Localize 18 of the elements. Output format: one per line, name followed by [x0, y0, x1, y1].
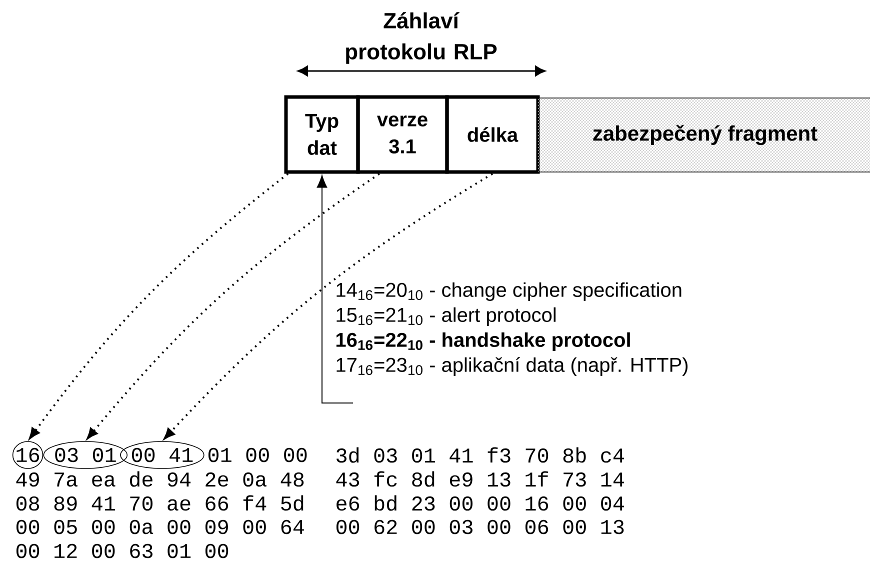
hex-bytes: 49 7a ea de 94 2e 0a 48: [16, 471, 304, 487]
hex-bytes: 00 12 00 63 01 00: [16, 544, 228, 558]
dotted-arrow: [29, 172, 289, 439]
hex-bytes: 3d 03 01 41 f3 70 8b c4: [336, 447, 624, 463]
field-box: Typ dat: [284, 95, 360, 174]
hex-bytes: 08 89 41 70 ae 66 f4 5d: [16, 495, 304, 511]
field-box: verze 3.1: [356, 95, 449, 174]
arrow: [316, 175, 354, 404]
hex-bytes: e6 bd 23 00 00 16 00 04: [336, 495, 624, 511]
hex-bytes: 00 05 00 0a 00 09 00 64: [16, 520, 304, 534]
dotted-arrow: [164, 172, 494, 440]
hex-bytes: 43 fc 8d e9 13 1f 73 14: [336, 471, 624, 487]
field-box: délka: [445, 95, 540, 174]
heading: Záhlaví protokolu RLP: [346, 12, 497, 64]
fragment-box: zabezpečený fragment: [538, 98, 870, 172]
hex-bytes: 00 62 00 03 00 06 00 13: [336, 520, 624, 534]
value-list: 14$_{16}$=20$_{10}$ - change cipher specification 15$_{16}$=21$_{10}$ - alert protocol 16$_{16}$=22$_{10}$ - handshake protocol 17$_{16}$=23$_{10}$ - aplikační data (např. HTTP): [336, 282, 688, 376]
dotted-arrow: [86, 172, 380, 440]
